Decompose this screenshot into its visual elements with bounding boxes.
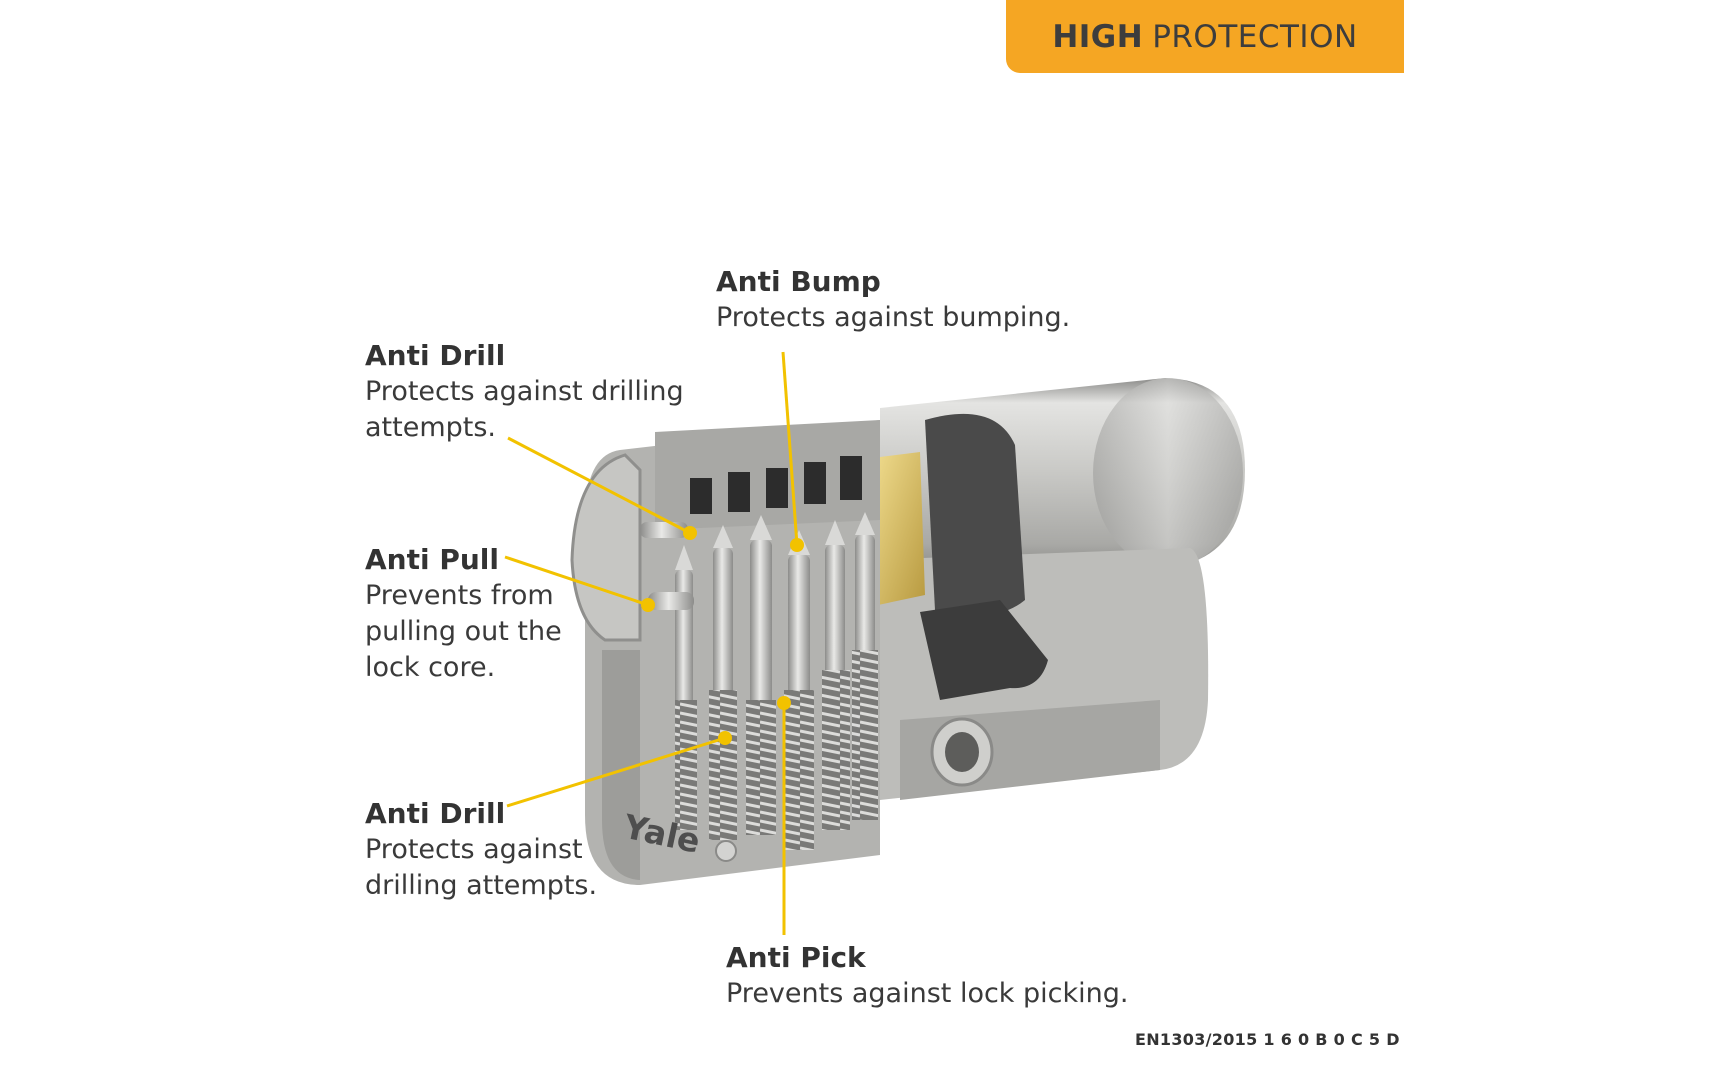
callout-anti-bump: Anti Bump Protects against bumping. — [716, 264, 1070, 336]
standard-certification-code: EN1303/2015 1 6 0 B 0 C 5 D — [1135, 1030, 1400, 1049]
anti-drill-top-dot — [683, 526, 697, 540]
callout-anti-pick: Anti Pick Prevents against lock picking. — [726, 940, 1128, 1012]
callout-description: Prevents against lock picking. — [726, 978, 1129, 1009]
rail-slot — [804, 462, 826, 504]
rail-slot — [690, 478, 712, 514]
callout-anti-pull: Anti Pull Prevents from pulling out the … — [365, 542, 562, 686]
anti-drill-bottom-leader — [506, 736, 726, 808]
callout-leaders — [504, 351, 799, 935]
rail-slot — [728, 472, 750, 512]
callout-description: Prevents from pulling out the lock core. — [365, 580, 562, 683]
anti-drill-bottom-dot — [718, 731, 732, 745]
plug-front-face — [570, 453, 642, 642]
anti-pull-rod — [648, 592, 694, 610]
anti-drill-rod — [640, 522, 688, 538]
anti-pull-leader — [504, 555, 649, 607]
anti-bump-dot — [790, 538, 804, 552]
protection-badge: HIGH PROTECTION — [1006, 0, 1404, 73]
anti-bump-leader — [781, 351, 799, 546]
callout-description: Protects against bumping. — [716, 302, 1071, 333]
badge-strong-text: HIGH — [1052, 18, 1144, 55]
badge-text: PROTECTION — [1152, 18, 1358, 55]
callout-anti-drill-top: Anti Drill Protects against drilling att… — [365, 338, 684, 446]
callout-title: Anti Bump — [716, 265, 881, 298]
screw-hole-thread — [945, 732, 979, 772]
anti-drill-ball — [715, 840, 737, 862]
callout-anti-drill-bottom: Anti Drill Protects against drilling att… — [365, 796, 597, 904]
callout-dots — [641, 526, 804, 745]
barrel-end-cap — [1093, 378, 1243, 568]
callout-title: Anti Pick — [726, 941, 866, 974]
rail-slot — [766, 468, 788, 508]
callout-description: Protects against drilling attempts. — [365, 834, 598, 901]
brass-core-insert — [872, 452, 925, 605]
plug-lower-front — [602, 650, 640, 880]
callout-title: Anti Drill — [365, 797, 506, 830]
callout-title: Anti Pull — [365, 543, 499, 576]
callout-title: Anti Drill — [365, 339, 506, 372]
anti-drill-top-leader — [507, 436, 691, 535]
anti-pick-dot — [777, 696, 791, 710]
pin-stacks — [675, 512, 878, 850]
anti-pull-dot — [641, 598, 655, 612]
cam-lever — [920, 600, 1048, 700]
cam-collar — [925, 413, 1025, 616]
rail-slot — [840, 456, 862, 500]
callout-description: Protects against drilling attempts. — [365, 376, 684, 443]
